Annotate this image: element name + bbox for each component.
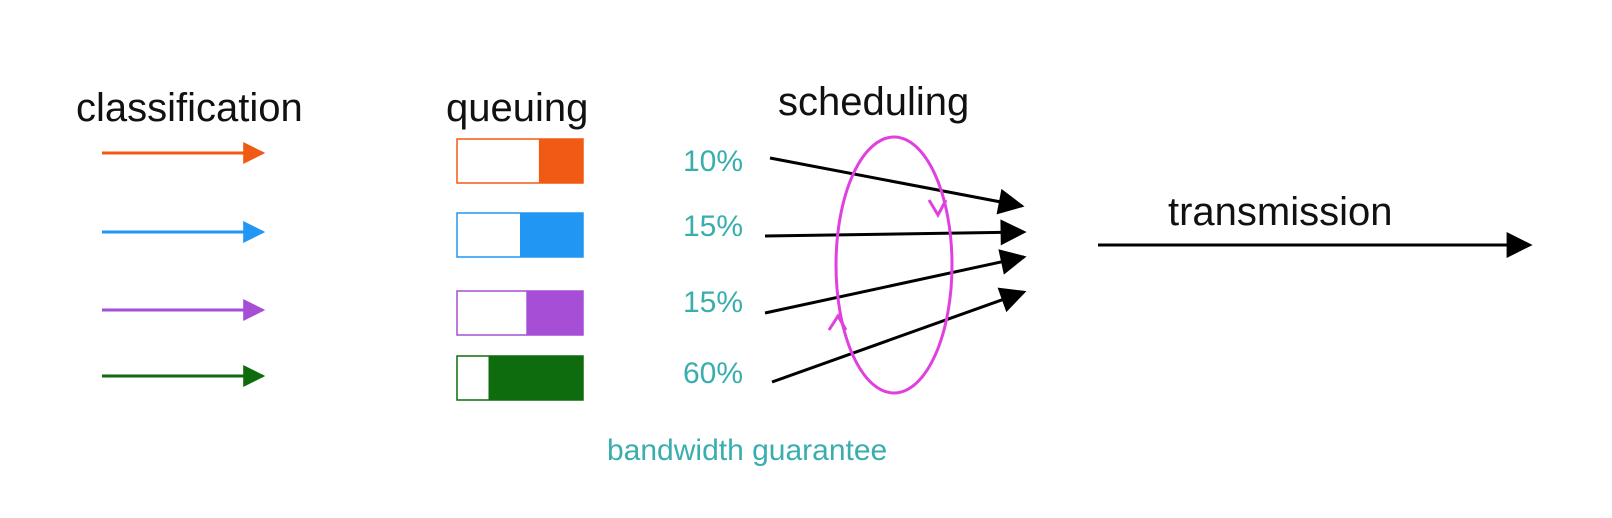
scheduling-arrows	[764, 156, 1027, 384]
queues	[456, 138, 584, 401]
bandwidth-label-class-2: 15%	[683, 210, 744, 243]
scheduling-arrow-class-2	[764, 219, 1027, 246]
scheduling-arrow-class-4	[771, 287, 1027, 384]
queue-fill-class-3	[526, 291, 583, 335]
queue-fill-class-4	[488, 356, 583, 400]
bandwidth-label-class-3: 15%	[683, 286, 744, 319]
transmission-heading: transmission	[1168, 190, 1393, 234]
scheduler-loop-arrowhead-left	[827, 313, 848, 331]
bandwidth-guarantee-label: bandwidth guarantee	[607, 434, 888, 467]
scheduler-loop	[827, 135, 954, 395]
classification-arrows	[102, 142, 266, 387]
queuing-heading: queuing	[446, 86, 589, 130]
queue-fill-class-2	[520, 213, 583, 257]
scheduling-heading: scheduling	[778, 80, 970, 124]
scheduling-arrow-class-3	[764, 249, 1027, 315]
scheduling-arrow-class-1	[769, 156, 1025, 215]
scheduler-loop-arrowhead-right	[927, 199, 948, 219]
scheduler-loop-ellipse	[834, 135, 954, 395]
bandwidth-label-class-1: 10%	[683, 145, 744, 178]
bandwidth-label-class-4: 60%	[683, 357, 744, 390]
queue-fill-class-1	[538, 139, 583, 183]
classification-heading: classification	[76, 86, 303, 130]
